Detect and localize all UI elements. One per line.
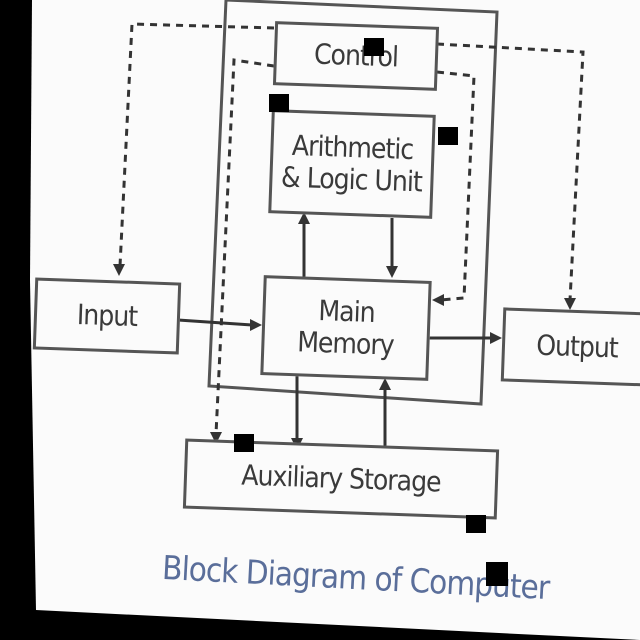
occlusion-block bbox=[486, 562, 508, 586]
auxiliary-storage-box: Auxiliary Storage bbox=[182, 438, 500, 520]
cpu-enclosure bbox=[207, 0, 499, 406]
dashed-arrowheads bbox=[113, 264, 576, 444]
solid-connectors bbox=[177, 218, 493, 458]
alu-box: Arithmetic & Logic Unit bbox=[268, 109, 436, 219]
occlusion-block bbox=[466, 515, 486, 533]
input-box: Input bbox=[32, 277, 182, 355]
dashed-control-lines bbox=[118, 22, 585, 435]
main-memory-box: Main Memory bbox=[260, 275, 432, 381]
control-box: Control bbox=[272, 21, 440, 91]
output-box: Output bbox=[500, 307, 640, 387]
occlusion-block bbox=[234, 434, 254, 452]
occlusion-block bbox=[269, 94, 289, 112]
occlusion-block bbox=[438, 127, 458, 145]
occlusion-block bbox=[364, 38, 384, 56]
